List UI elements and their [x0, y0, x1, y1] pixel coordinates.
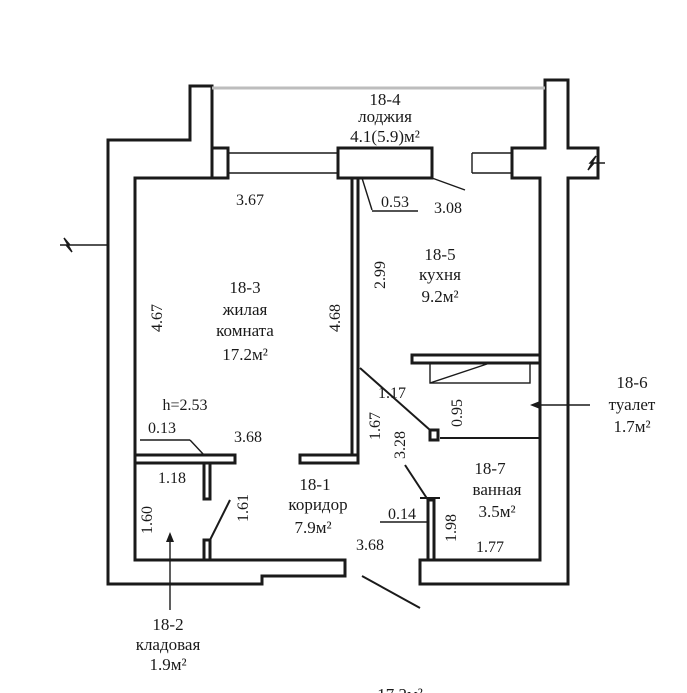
living-name-2: комната [216, 321, 274, 340]
toilet-number: 18-6 [616, 373, 647, 392]
toilet-door-jamb [428, 428, 440, 442]
dim-1-61: 1.61 [235, 494, 252, 522]
dim-0-13: 0.13 [148, 420, 176, 437]
corridor-door-swing [359, 367, 431, 431]
footer-total-area: 17.2м² [377, 685, 423, 693]
storage-top-partition [133, 453, 237, 465]
bath-door-swing [404, 464, 429, 501]
storage-door-post [202, 538, 212, 562]
outer-wall [106, 84, 347, 586]
dim-1-98: 1.98 [443, 514, 460, 542]
corridor-area: 7.9м² [294, 518, 331, 537]
partition-living-kitchen [350, 176, 360, 462]
ceiling-height: h=2.53 [162, 397, 207, 414]
dim-1-17: 1.17 [378, 385, 406, 402]
toilet-shelf [429, 362, 531, 384]
kitchen-name: кухня [419, 265, 461, 284]
dim-3-67: 3.67 [236, 192, 264, 209]
dim-3-68-b: 3.68 [356, 537, 384, 554]
living-area: 17.2м² [222, 345, 268, 364]
toilet-name: туалет [609, 395, 656, 414]
corridor-number: 18-1 [299, 475, 330, 494]
living-name-1: жилая [222, 300, 268, 319]
toilet-area: 1.7м² [613, 417, 650, 436]
bath-number: 18-7 [474, 459, 506, 478]
left-break-mark [60, 237, 108, 253]
entry-door-swing [361, 575, 421, 609]
storage-divider [202, 461, 212, 501]
toilet-pointer-arrow [530, 401, 540, 409]
storage-door-swing [209, 499, 231, 541]
dim-0-14: 0.14 [388, 506, 416, 523]
loggia-name: лоджия [358, 107, 412, 126]
dim-4-68: 4.68 [327, 304, 344, 332]
storage-area: 1.9м² [149, 655, 186, 674]
dim-1-77: 1.77 [476, 539, 504, 556]
dim-3-68-a: 3.68 [234, 429, 262, 446]
loggia-number: 18-4 [369, 90, 401, 109]
toilet-shelf-diagonal [429, 362, 491, 384]
bath-left-wall [426, 498, 436, 562]
loggia-leader [361, 177, 373, 211]
bath-area: 3.5м² [478, 502, 515, 521]
right-break-mark [587, 155, 605, 171]
dim-1-18: 1.18 [158, 470, 186, 487]
dim-1-60: 1.60 [139, 506, 156, 534]
kitchen-area: 9.2м² [421, 287, 458, 306]
dim-3-28: 3.28 [392, 431, 409, 459]
storage-number: 18-2 [152, 615, 183, 634]
dim-1-67: 1.67 [367, 412, 384, 440]
outer-wall-right [418, 78, 600, 586]
dim-2-99: 2.99 [372, 261, 389, 289]
kitchen-dim-leader [431, 177, 466, 191]
bath-name: ванная [473, 480, 522, 499]
storage-pointer-arrow [166, 532, 174, 542]
living-number: 18-3 [229, 278, 260, 297]
corridor-name: коридор [288, 495, 347, 514]
dim-0-53: 0.53 [381, 194, 409, 211]
dim-0-95: 0.95 [449, 399, 466, 427]
dim-4-67: 4.67 [149, 304, 166, 332]
balcony-door-left-wall [210, 146, 230, 180]
living-corridor-partition [298, 453, 360, 465]
dim-013-tick [189, 439, 205, 456]
storage-name: кладовая [136, 635, 201, 654]
dim-3-08: 3.08 [434, 200, 462, 217]
loggia-area: 4.1(5.9)м² [350, 127, 420, 146]
partition-kitchen-toilet [410, 353, 542, 365]
loggia-door-block [336, 146, 434, 180]
kitchen-number: 18-5 [424, 245, 455, 264]
